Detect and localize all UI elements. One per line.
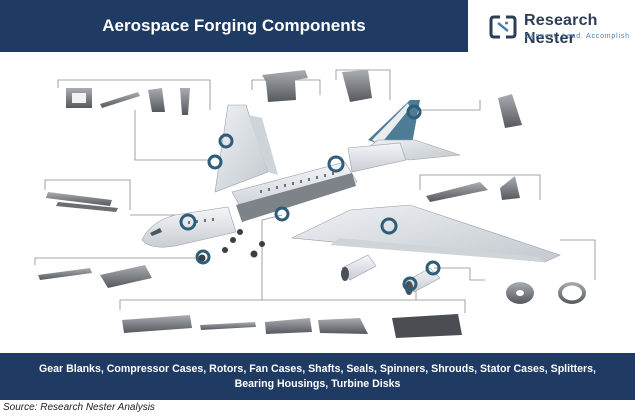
leader-line [134,110,208,161]
part-frame-2 [265,318,312,334]
highlight-ring [406,104,422,120]
leader-lines [34,69,596,313]
leader-line [34,257,195,265]
part-bar [200,322,256,330]
aircraft-diagram [34,69,596,338]
logo-name: Research Nester [524,12,598,47]
leader-line [418,100,481,111]
tail-fin-root [372,103,410,145]
cockpit-window [150,228,162,236]
part-fitting [148,88,165,112]
fuselage-belly [236,173,356,222]
leader-line [57,79,211,110]
nose-section [141,206,237,248]
main-wing [290,204,561,263]
component-list-line-2: Bearing Housings, Turbine Disks [234,377,401,390]
highlight-ring [402,276,418,292]
component-list-banner: Gear Blanks, Compressor Cases, Rotors, F… [0,353,635,400]
main-wing-flap [330,238,545,262]
part-angle-bracket [342,70,372,102]
part-thumbnails [38,70,586,338]
part-frame-1 [122,315,192,333]
research-nester-logo: Research Nester Connect. Lead. Accomplis… [484,10,634,47]
part-rod-linkage [100,92,140,108]
upper-wing-flap [248,115,278,175]
part-tail-fitting [498,94,522,128]
part-clevis [180,88,190,115]
fuselage-windows [260,172,334,193]
leader-line [419,174,541,200]
logo-tagline: Connect. Lead. Accomplish [525,33,630,40]
part-hinge-arm [262,70,308,102]
leader-line [44,179,131,210]
research-nester-logo-icon [489,15,517,39]
highlight-ring [207,154,223,170]
highlight-ring [195,249,211,265]
leader-line [335,69,391,100]
part-wing-fitting [500,176,520,200]
leader-line [434,267,485,281]
leader-line [560,239,596,280]
leader-line [261,214,283,300]
part-bracket-frame [66,88,92,108]
source-note: Source: Research Nester Analysis [3,402,155,413]
component-list-line-1: Gear Blanks, Compressor Cases, Rotors, F… [39,362,596,375]
part-seal-ring [558,282,586,304]
highlight-ring [327,155,345,173]
highlight-ring [425,260,441,276]
leader-line [119,299,466,313]
part-panel [392,314,462,338]
engine-right-intake [405,281,413,295]
highlight-ring [218,133,234,149]
part-frame-3 [318,318,368,334]
part-beam-assembly [46,192,118,212]
highlight-ring [179,213,197,231]
page-title: Aerospace Forging Components [102,16,366,35]
rear-fuselage [347,142,407,173]
highlight-ring [380,217,398,235]
highlight-rings [179,104,441,292]
part-strut-right [100,265,152,288]
engine-left-intake [341,267,349,281]
part-turbine-disk [506,282,534,304]
title-banner: Aerospace Forging Components [0,0,468,52]
part-strut-left [38,268,92,280]
highlight-ring [274,206,290,222]
landing-gear [198,229,265,262]
part-wing-rib [426,182,488,202]
